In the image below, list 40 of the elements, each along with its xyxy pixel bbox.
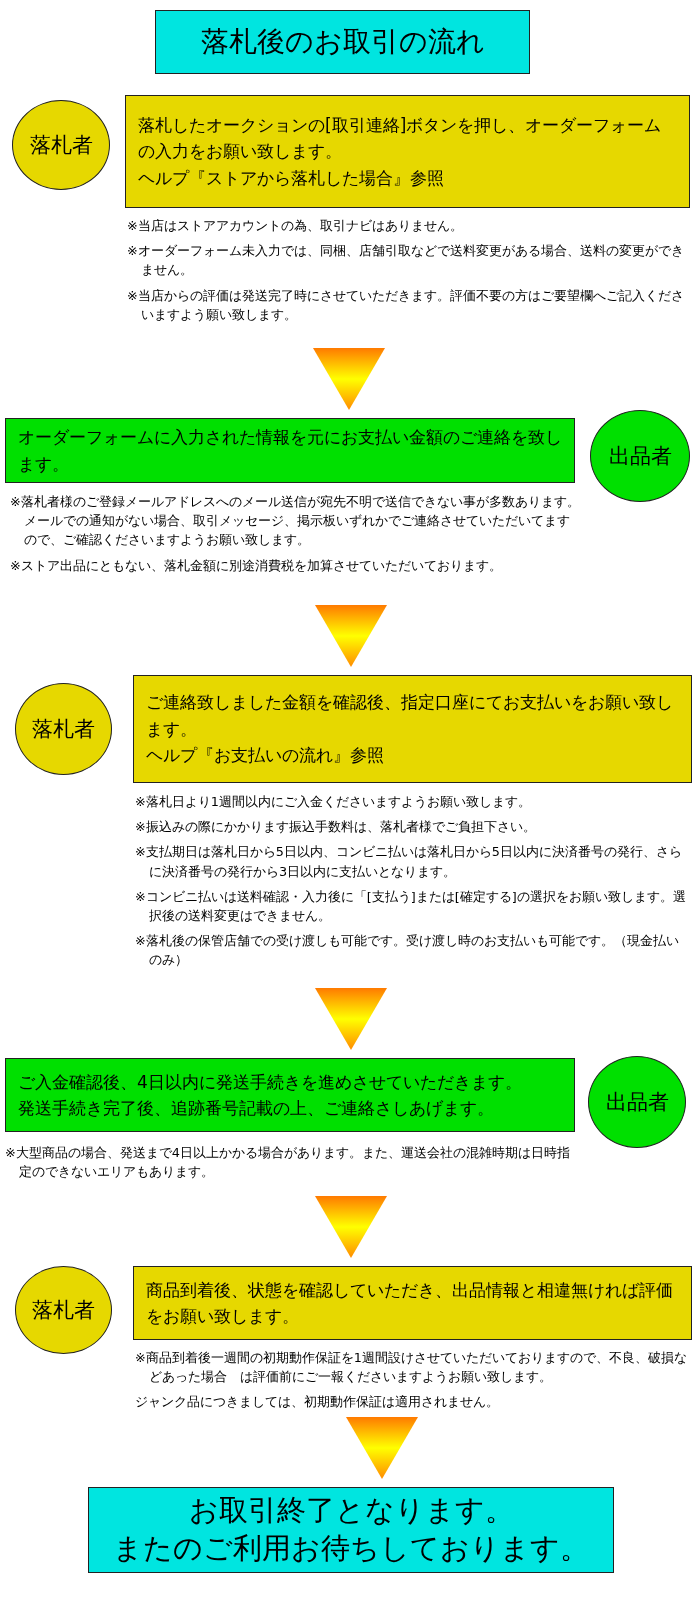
note-text: ※落札日より1週間以内にご入金くださいますようお願い致します。 <box>135 793 532 811</box>
step-box <box>133 1266 692 1340</box>
step-box <box>5 1058 575 1132</box>
note-text: ジャンク品につきましては、初期動作保証は適用されません。 <box>135 1393 500 1412</box>
step-text: 商品到着後、状態を確認していただき、出品情報と相違無ければ評価をお願い致します。 <box>146 1278 674 1328</box>
step-text: ヘルプ『ストアから落札した場合』参照 <box>138 166 445 190</box>
closing-text: お取引終了となります。またのご利用お待ちしております。 <box>112 1492 590 1567</box>
closing-banner <box>88 1487 614 1573</box>
down-arrow <box>313 348 385 410</box>
step-text: 発送手続き完了後、追跡番号記載の上、ご連絡さしあげます。 <box>18 1097 495 1120</box>
note-text: ※落札者様のご登録メールアドレスへのメール送信が宛先不明で送信できない事が多数あります。メールでの通知がない場合、取引メッセージ、掲示板いずれかでご連絡させていただいてますので、ご確認くださいますようお願い致します。 <box>10 493 580 550</box>
step-text: オーダーフォームに入力された情報を元にお支払い金額のご連絡を致します。 <box>18 426 562 476</box>
role-label: 落札者 <box>32 716 95 743</box>
note-text: ※落札後の保管店舗での受け渡しも可能です。受け渡し時のお支払いも可能です。（現金払いのみ） <box>135 932 680 970</box>
note-text: ※大型商品の場合、発送まで4日以上かかる場合があります。また、運送会社の混雑時期は日時指定のできないエリアもあります。 <box>5 1144 571 1182</box>
step-text: ヘルプ『お支払いの流れ』参照 <box>146 744 385 768</box>
down-arrow <box>315 988 387 1050</box>
note-text: ※コンビニ払いは送料確認・入力後に「[支払う]または[確定する]の選択をお願い致します。選択後の送料変更はできません。 <box>135 887 687 925</box>
note-text: ※振込みの際にかかります振込手数料は、落札者様でご負担下さい。 <box>135 818 537 837</box>
role-label: 落札者 <box>29 132 93 159</box>
step-box <box>5 418 575 483</box>
note-text: ※当店はストアアカウントの為、取引ナビはありません。 <box>127 217 464 235</box>
note-text: ※オーダーフォーム未入力では、同梱、店舗引取などで送料変更がある場合、送料の変更ができません。 <box>127 242 685 280</box>
step-text: ご連絡致しました金額を確認後、指定口座にてお支払いをお願い致します。 <box>146 691 674 741</box>
role-label: 出品者 <box>605 1089 669 1116</box>
down-arrow <box>315 605 387 667</box>
down-arrow <box>315 1196 387 1258</box>
note-text: ※商品到着後一週間の初期動作保証を1週間設けさせていただいておりますので、不良、破損などあった場合 は評価前にご一報くださいますようお願い致します。 <box>135 1349 688 1387</box>
step-box <box>133 675 692 783</box>
step-text: 落札したオークションの[取引連絡]ボタンを押し、オーダーフォームの入力をお願い致します。 <box>138 114 663 164</box>
note-text: ※支払期日は落札日から5日以内、コンビニ払いは落札日から5日以内に決済番号の発行、さらに決済番号の発行から3日以内に支払いとなります。 <box>135 843 683 881</box>
title-text: 落札後のお取引の流れ <box>200 23 485 60</box>
down-arrow <box>346 1417 418 1479</box>
role-label: 出品者 <box>608 443 672 470</box>
step-text: ご入金確認後、4日以内に発送手続きを進めさせていただきます。 <box>18 1070 523 1094</box>
note-text: ※当店からの評価は発送完了時にさせていただきます。評価不要の方はご要望欄へご記入くださいますよう願い致します。 <box>127 286 685 324</box>
title-banner <box>155 10 530 74</box>
step-box <box>125 95 690 208</box>
note-text: ※ストア出品にともない、落札金額に別途消費税を加算させていただいております。 <box>10 556 503 575</box>
role-label: 落札者 <box>32 1297 95 1324</box>
